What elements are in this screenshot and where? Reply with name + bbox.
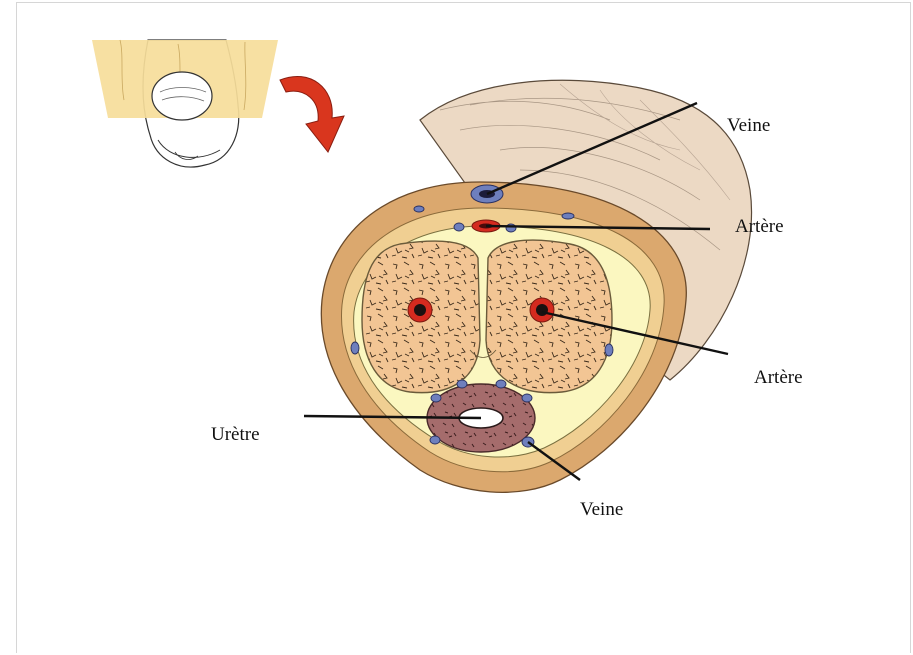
direction-arrow <box>280 76 344 152</box>
label-artery-dorsal: Artère <box>735 216 784 237</box>
orientation-thumbnail <box>92 40 278 167</box>
label-vein-top: Veine <box>727 115 770 136</box>
label-vein-bottom: Veine <box>580 499 623 520</box>
label-artery-cavernous: Artère <box>754 367 803 388</box>
label-urethra: Urètre <box>211 424 260 445</box>
